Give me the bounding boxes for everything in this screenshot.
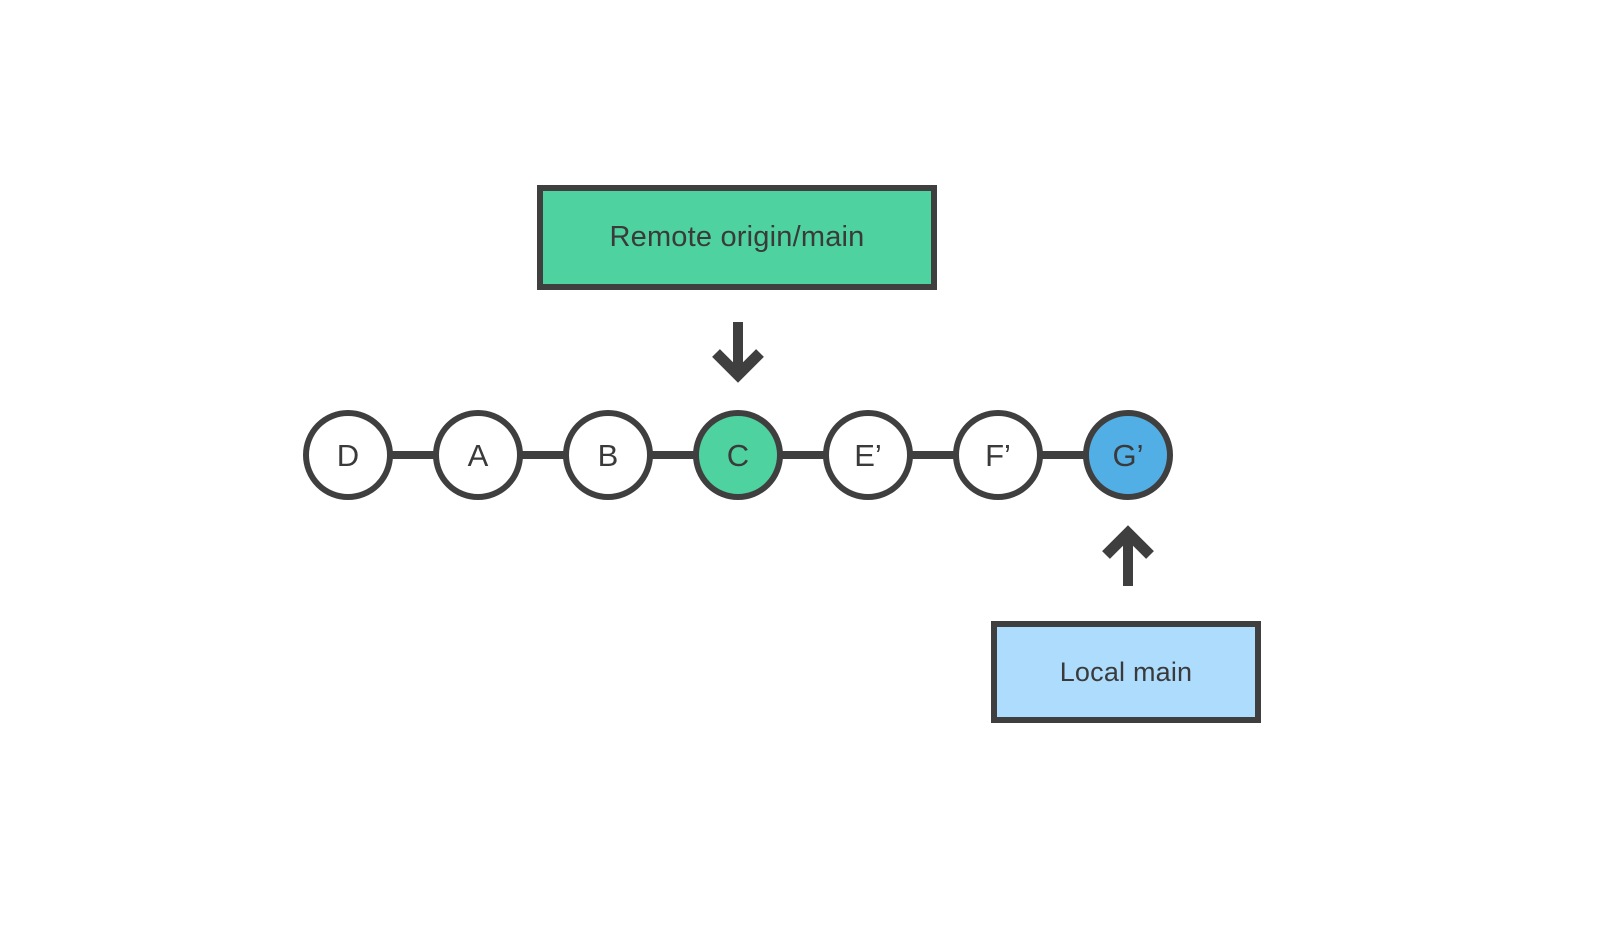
commit-node-c-label: C [726,437,750,473]
remote-branch-label-text: Remote origin/main [609,221,865,253]
commit-node-e-prime-label: E’ [854,437,882,473]
local-branch-label-text: Local main [1059,656,1193,687]
commit-edge-f-g [1035,451,1110,459]
remote-branch-label-box[interactable]: Remote origin/main [537,185,937,290]
commit-edge-e-f [905,451,980,459]
commit-node-g-prime-label: G’ [1112,437,1144,473]
commit-edge-b-c [645,451,720,459]
local-branch-label-box[interactable]: Local main [991,621,1261,723]
arrow-up-icon [1099,525,1157,590]
commit-node-b-label: B [597,437,619,473]
commit-node-d[interactable]: D [303,410,393,500]
commit-edge-d-a [385,451,460,459]
commit-node-a[interactable]: A [433,410,523,500]
commit-node-f-prime-label: F’ [985,437,1011,473]
commit-node-f-prime[interactable]: F’ [953,410,1043,500]
commit-node-d-label: D [336,437,360,473]
commit-node-e-prime[interactable]: E’ [823,410,913,500]
commit-node-a-label: A [467,437,489,473]
commit-node-g-prime[interactable]: G’ [1083,410,1173,500]
commit-node-b[interactable]: B [563,410,653,500]
commit-edge-a-b [515,451,590,459]
arrow-down-icon [709,320,767,383]
commit-node-c[interactable]: C [693,410,783,500]
commit-edge-c-e [775,451,850,459]
